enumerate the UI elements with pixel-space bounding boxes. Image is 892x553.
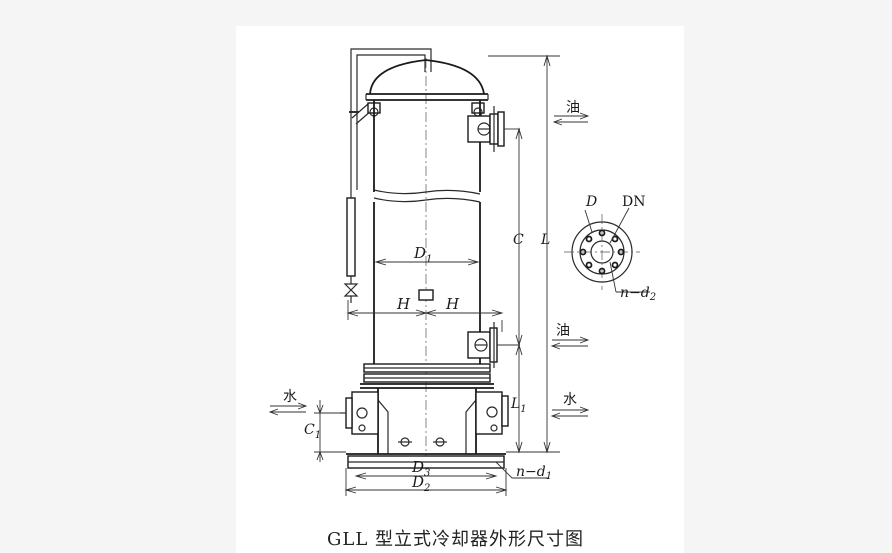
shell-upper xyxy=(373,100,481,203)
flow-arrows xyxy=(268,112,590,420)
label-C: C xyxy=(513,232,524,248)
water-label-right: 水 xyxy=(563,392,577,408)
dimension-D1-H xyxy=(346,258,504,332)
nameplate xyxy=(418,289,434,301)
label-n-d1: n−d1 xyxy=(516,464,552,482)
sight-glass xyxy=(346,197,356,277)
flange-detail xyxy=(564,207,650,293)
label-L: L xyxy=(540,232,550,248)
label-H-right: H xyxy=(445,295,460,313)
label-H-left: H xyxy=(396,295,411,313)
gauge-pipe xyxy=(343,48,432,303)
shell-lower xyxy=(373,202,481,364)
label-D2: D2 xyxy=(411,473,430,494)
label-L1: L1 xyxy=(510,396,527,415)
label-D3: D3 xyxy=(411,458,430,479)
dimension-L-C xyxy=(488,54,560,454)
dimension-C1 xyxy=(314,400,346,462)
top-cover xyxy=(365,59,489,117)
figure-caption: GLL 型立式冷却器外形尺寸图 xyxy=(327,529,585,550)
oil-label-top: 油 xyxy=(566,100,580,116)
oil-inlet-nozzle xyxy=(467,106,520,152)
oil-label-mid: 油 xyxy=(556,323,570,339)
label-D1: D1 xyxy=(413,244,432,265)
water-outlet-nozzle xyxy=(475,391,509,435)
drain-valve-icon xyxy=(343,283,359,297)
label-C1: C1 xyxy=(304,422,321,441)
middle-flange xyxy=(360,363,494,389)
dimension-D2-D3 xyxy=(344,461,548,496)
label-DN: DN xyxy=(622,194,645,210)
oil-outlet-nozzle xyxy=(467,322,520,368)
water-label-left: 水 xyxy=(283,389,297,405)
label-n-d2: n−d2 xyxy=(620,285,656,303)
label-D: D xyxy=(585,194,597,210)
